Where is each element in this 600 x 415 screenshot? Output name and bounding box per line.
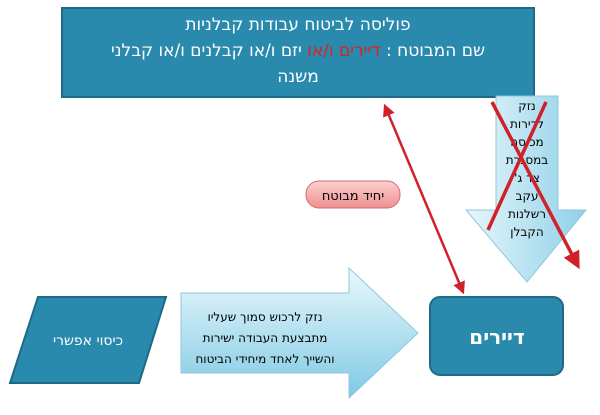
red-cross-line-1 — [490, 101, 580, 270]
right-arrow-text-line: מתבצעת העבודה ישירות — [203, 331, 328, 345]
right-arrow-text-line: נזק לרכוש סמוך שעליו — [207, 310, 322, 324]
right-arrow-text: נזק לרכוש סמוך שעליו מתבצעת העבודה ישירות… — [195, 310, 334, 366]
red-cross-line-2 — [486, 101, 548, 231]
down-arrow-shape — [464, 95, 588, 283]
tenants-label: דיירים — [469, 325, 524, 349]
policy-box-shape — [61, 7, 535, 98]
down-arrow-text-line: במסגרת — [506, 153, 549, 167]
policy-subcontractor-line: משנה — [277, 67, 319, 87]
right-arrow-shape — [180, 266, 419, 400]
pill-shape — [305, 180, 401, 209]
insured-prefix: שם המבוטח : — [381, 41, 486, 61]
insured-highlight: דיירים ו/או — [307, 41, 380, 61]
possible-coverage-label: כיסוי אפשרי — [53, 333, 123, 349]
policy-title: פוליסה לביטוח עבודות קבלניות — [185, 15, 410, 35]
parallelogram-shape — [8, 296, 168, 384]
tenants-box: דיירים — [429, 296, 564, 376]
down-arrow-text-line: הקבלן — [510, 225, 543, 239]
red-double-arrow — [383, 103, 465, 295]
right-arrow-text-line: והשייך לאחד מיחידי הביטוח — [195, 352, 334, 366]
single-insured-label: יחיד מבוטח — [322, 189, 384, 204]
down-arrow-text-line: רשלנות — [508, 207, 546, 221]
policy-insured-line: שם המבוטח : דיירים ו/או יזם ו/או קבלנים … — [111, 41, 485, 61]
down-arrow-text-line: עקב — [516, 189, 539, 203]
possible-coverage-shape: כיסוי אפשרי — [8, 296, 168, 384]
insured-suffix: יזם ו/או קבלנים ו/או קבלני — [111, 41, 307, 61]
policy-box: פוליסה לביטוח עבודות קבלניות שם המבוטח :… — [61, 7, 535, 98]
right-arrow: נזק לרכוש סמוך שעליו מתבצעת העבודה ישירות… — [180, 266, 419, 400]
single-insured-pill: יחיד מבוטח — [305, 180, 401, 209]
tenants-box-shape — [429, 296, 564, 376]
down-arrow-text-line: נזק — [518, 99, 535, 113]
